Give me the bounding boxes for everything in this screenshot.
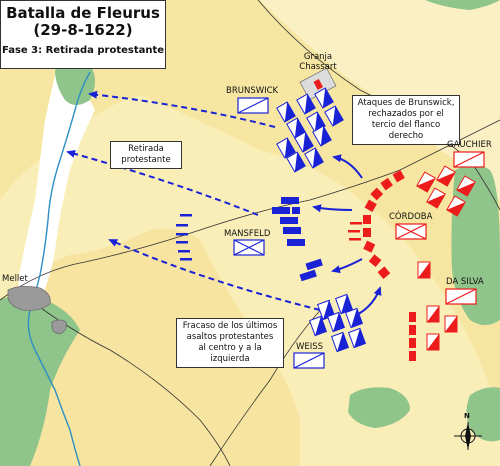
mansfeld-infantry (272, 197, 323, 282)
forest-southeast (466, 387, 500, 442)
hamlet (51, 319, 67, 335)
attack-arrow-north (332, 154, 363, 179)
gauchier-cavalry (416, 165, 476, 217)
terrain-dark-plain (0, 228, 300, 466)
flag-gauchier (453, 151, 485, 168)
road-southwest (29, 299, 231, 466)
title-box: Batalla de Fleurus (29-8-1622) Fase 3: R… (0, 0, 166, 69)
compass-label: N (464, 412, 470, 420)
retreat-arrow-center (66, 149, 259, 216)
mansfeld-retreated (176, 214, 192, 261)
forest-southwest (0, 295, 80, 466)
flag-da-silva (445, 288, 477, 305)
da-silva-infantry (409, 312, 416, 361)
map-title: Batalla de Fleurus (6, 4, 160, 22)
forest-northeast (425, 0, 500, 10)
flag-weiss (293, 352, 325, 369)
attack-arrow-center (312, 204, 353, 213)
spanish-reserve-lines (348, 222, 362, 241)
brunswick-cavalry (276, 87, 344, 173)
label-granja-chassart: Granja Chassart (299, 52, 337, 72)
note-failure: Fracaso de los últimos asaltos protestan… (176, 318, 284, 368)
label-mansfeld: MANSFELD (224, 229, 271, 239)
mellet-village (7, 286, 51, 311)
label-da-silva: DA SILVA (446, 277, 484, 287)
map-subtitle: Fase 3: Retirada protestante (1, 45, 165, 56)
flag-mansfeld (233, 239, 265, 256)
note-brunswick-attacks: Ataques de Brunswick, rechazados por el … (352, 95, 460, 145)
label-weiss: WEISS (296, 342, 324, 352)
spanish-tercio-line (363, 170, 405, 280)
retreat-arrow-north (88, 90, 276, 128)
forest-north (55, 63, 95, 105)
flag-brunswick (237, 97, 269, 114)
label-cordoba: CÓRDOBA (389, 212, 433, 222)
label-gauchier: GAUCHIER (447, 140, 492, 150)
da-silva-cavalry (417, 261, 458, 351)
flag-cordoba (395, 223, 427, 240)
attack-arrow-center-low (331, 258, 363, 274)
label-mellet: Mellet (2, 274, 28, 284)
compass-icon (454, 422, 482, 450)
weiss-cavalry (308, 293, 367, 353)
label-brunswick: BRUNSWICK (226, 86, 279, 96)
forest-south (348, 387, 410, 428)
note-retreat: Retirada protestante (110, 141, 182, 169)
map-date: (29-8-1622) (33, 21, 133, 39)
river-valley (18, 75, 96, 320)
